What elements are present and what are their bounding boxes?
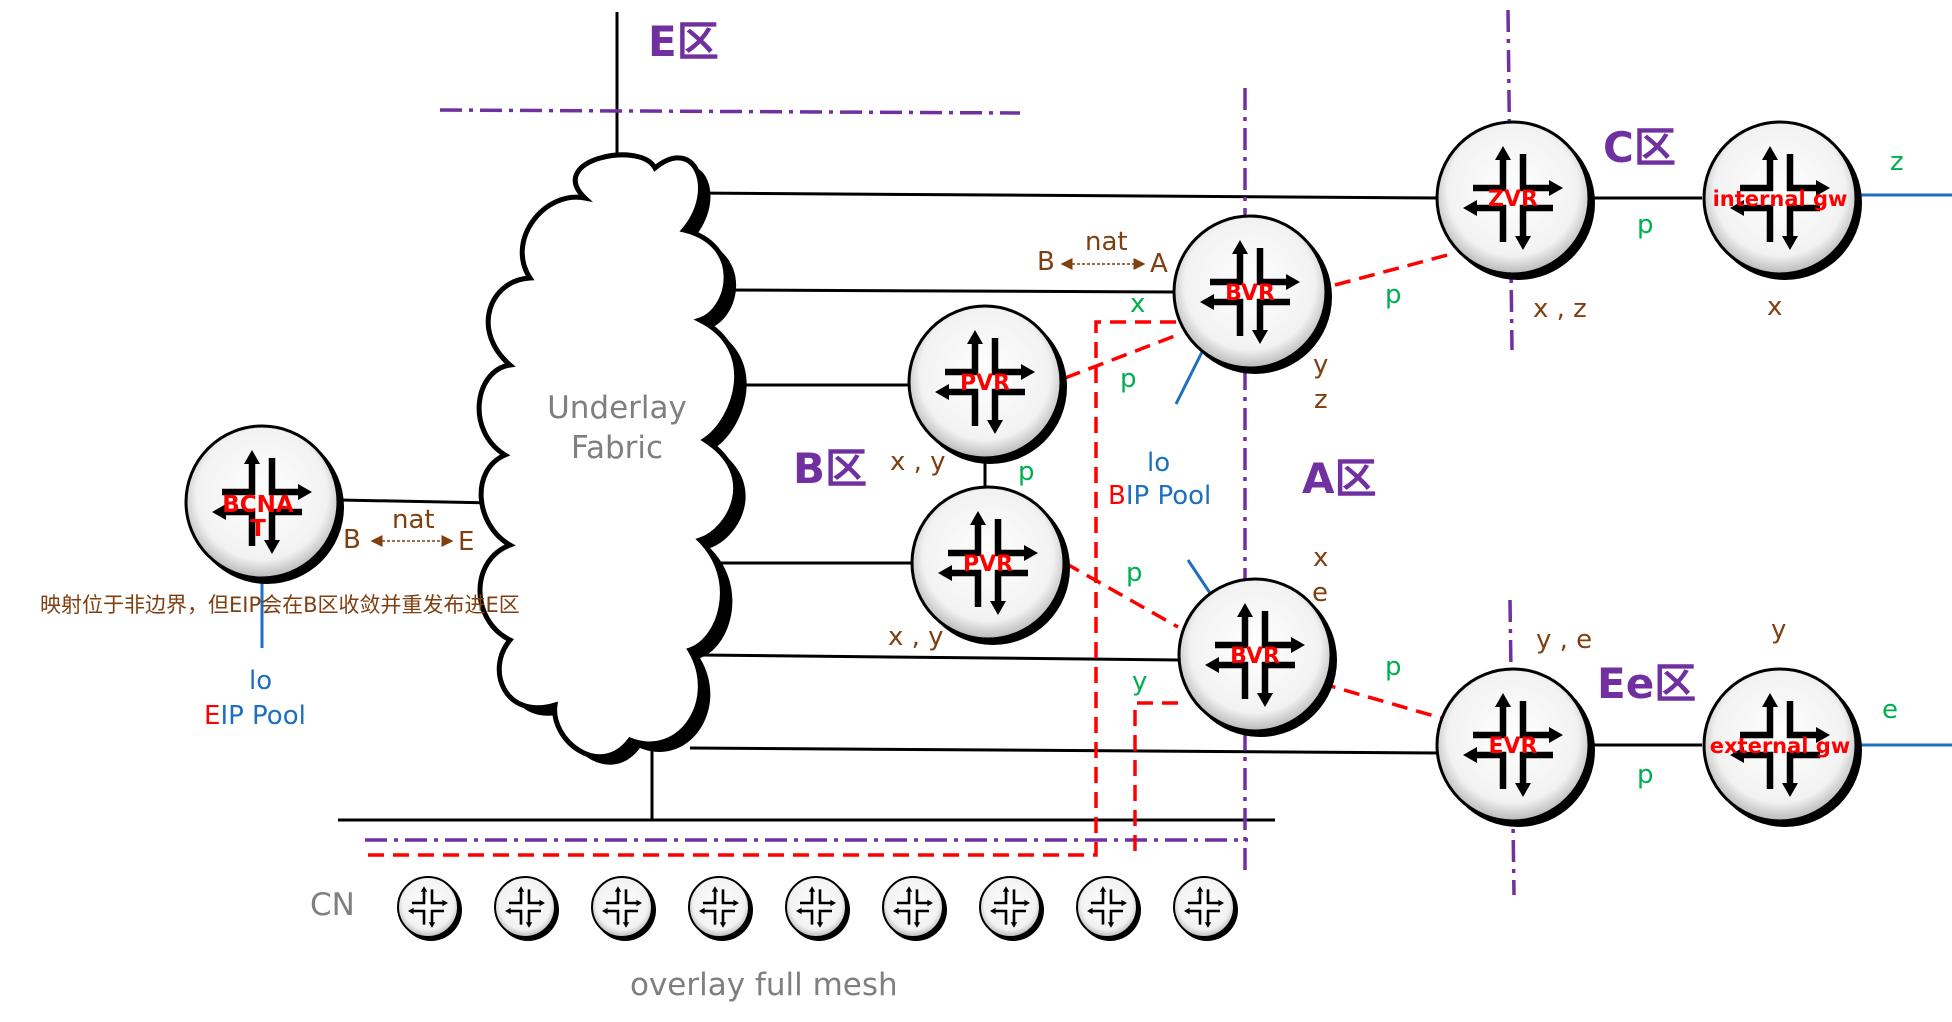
cn-node[interactable]: [397, 876, 462, 941]
internal-gw-label: internal gw: [1713, 187, 1848, 211]
nat-top-label: nat: [1085, 227, 1128, 257]
router-bcnat[interactable]: BCNA T: [184, 424, 344, 584]
zvr-xz: x , z: [1533, 294, 1587, 324]
bcnat-label-line1: BCNA: [222, 492, 294, 518]
nat-left-from: B: [343, 525, 361, 555]
link-cloud-bvr-bottom: [699, 653, 1181, 662]
bvr-top-x: x: [1130, 289, 1145, 319]
bip-pool: BIP Pool: [1108, 481, 1211, 511]
internal-z: z: [1890, 147, 1904, 177]
pvr-p-bottom: p: [1126, 558, 1143, 588]
eip-pool-prefix: E: [204, 701, 220, 731]
cloud-label-line1: Underlay: [547, 390, 687, 426]
link-labels: x , y x , y p p p x y z p x e y p x , z …: [888, 147, 1904, 790]
overlay-caption: overlay full mesh: [630, 967, 898, 1003]
cn-node[interactable]: [591, 876, 656, 941]
bvr-bottom-p: p: [1385, 652, 1402, 682]
link-cloud-evr: [689, 746, 1441, 755]
pvr-bottom-label: PVR: [963, 552, 1013, 577]
cn-node[interactable]: [882, 876, 947, 941]
underlay-fabric-cloud: Underlay Fabric: [476, 152, 747, 765]
external-gw-label: external gw: [1710, 734, 1851, 758]
cn-label: CN: [310, 887, 355, 923]
pvr-p-mid: p: [1018, 457, 1035, 487]
zone-label-c: C区: [1603, 123, 1676, 172]
router-bvr-top[interactable]: BVR: [1172, 214, 1332, 374]
path-pvr-top-bvr-top: [1064, 332, 1181, 380]
eip-pool-text: IP Pool: [220, 701, 305, 731]
bvr-bottom-x: x: [1313, 543, 1328, 573]
cn-node[interactable]: [1173, 876, 1238, 941]
bvr-bottom-y: y: [1132, 667, 1147, 697]
nat-left-to: E: [458, 527, 474, 557]
path-bvr-top-zvr: [1334, 251, 1456, 287]
pvr-top-label: PVR: [960, 371, 1010, 396]
boundary-e-top: [439, 108, 1021, 115]
router-external-gw[interactable]: external gw: [1702, 667, 1862, 827]
bvr-top-label: BVR: [1225, 281, 1275, 306]
path-cn-bvr-bottom: [1133, 701, 1178, 855]
zvr-label: ZVR: [1488, 187, 1538, 212]
external-y: y: [1771, 615, 1786, 645]
path-bvr-bottom-evr: [1319, 681, 1449, 722]
router-internal-gw[interactable]: internal gw: [1702, 120, 1862, 280]
bvr-bottom-label: BVR: [1230, 644, 1280, 669]
cn-node[interactable]: [979, 876, 1044, 941]
external-e: e: [1882, 695, 1898, 725]
cn-node[interactable]: [785, 876, 850, 941]
router-evr[interactable]: EVR: [1435, 667, 1595, 827]
zone-label-ee: Ee区: [1597, 659, 1696, 708]
pvr-bottom-xy: x , y: [888, 622, 944, 652]
pvr-top-xy: x , y: [890, 447, 946, 477]
router-pvr-bottom[interactable]: PVR: [910, 485, 1070, 645]
bvr-top-z: z: [1314, 385, 1328, 415]
zone-label-a: A区: [1302, 454, 1377, 503]
path-cn-bvr-top: [365, 320, 1176, 857]
cn-node[interactable]: [1076, 876, 1141, 941]
router-zvr[interactable]: ZVR: [1435, 120, 1595, 280]
eip-pool-lo: lo: [249, 666, 272, 696]
evr-p: p: [1637, 760, 1654, 790]
underlay-links: [338, 12, 1702, 822]
nat-left: B nat E: [343, 505, 474, 557]
eip-pool: EIP Pool: [204, 701, 306, 731]
boundary-ee-vertical: [1508, 599, 1516, 896]
cn-node[interactable]: [494, 876, 559, 941]
bvr-top-y: y: [1313, 350, 1328, 380]
evr-ye: y , e: [1536, 625, 1592, 655]
bvr-top-p: p: [1385, 280, 1402, 310]
cloud-label-line2: Fabric: [571, 430, 663, 466]
overlay-paths: [365, 251, 1456, 857]
zvr-p: p: [1637, 210, 1654, 240]
pvr-p-top: p: [1120, 364, 1137, 394]
cn-node-row: [397, 876, 1238, 941]
link-cloud-zvr: [689, 191, 1441, 200]
zone-label-e: E区: [648, 17, 719, 66]
bcnat-label-line2: T: [250, 516, 266, 542]
bvr-bottom-lo-line: [1186, 559, 1212, 594]
evr-label: EVR: [1489, 734, 1538, 759]
router-pvr-top[interactable]: PVR: [907, 304, 1067, 464]
bcnat-note: 映射位于非边界，但EIP会在B区收敛并重发布进E区: [40, 593, 520, 617]
bip-pool-prefix: B: [1108, 481, 1126, 511]
link-bcnat-cloud: [339, 498, 496, 505]
bvr-top-lo-line: [1174, 351, 1204, 405]
bip-pool-lo: lo: [1147, 448, 1170, 478]
internal-x: x: [1767, 292, 1782, 322]
bip-pool-text: IP Pool: [1126, 481, 1211, 511]
cn-node[interactable]: [688, 876, 753, 941]
nat-top-from: B: [1037, 247, 1055, 277]
nat-top: B nat A: [1037, 227, 1168, 279]
path-pvr-bottom-bvr-bottom: [1064, 561, 1179, 629]
bvr-bottom-e: e: [1312, 578, 1328, 608]
nat-left-label: nat: [392, 505, 435, 535]
cloud-body: [476, 152, 740, 760]
nat-top-to: A: [1150, 249, 1168, 279]
zone-label-b: B区: [793, 444, 867, 493]
router-bvr-bottom[interactable]: BVR: [1177, 577, 1337, 737]
link-cloud-bvr-top: [724, 288, 1176, 294]
